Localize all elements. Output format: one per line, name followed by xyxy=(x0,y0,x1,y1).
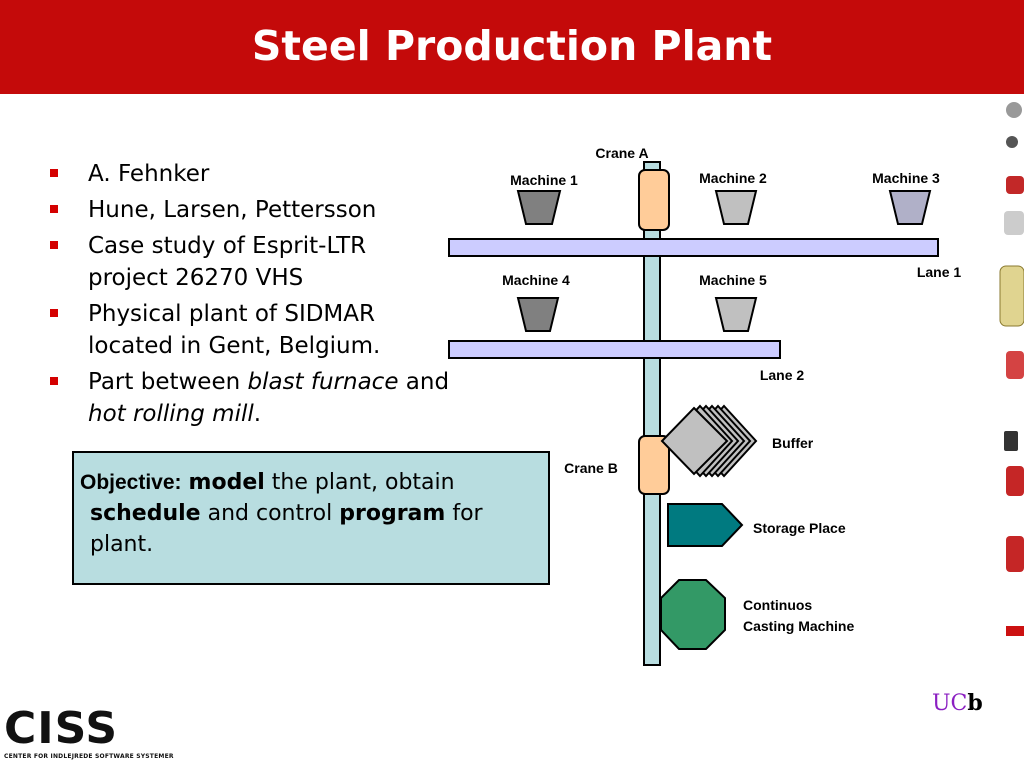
bullet-list: A. Fehnker Hune, Larsen, Pettersson Case… xyxy=(50,158,520,434)
ciss-logo-subtitle: CENTER FOR INDLEJREDE SOFTWARE SYSTEMER xyxy=(4,753,174,760)
bullet-marker xyxy=(50,205,58,213)
crane-b-label: Crane B xyxy=(564,460,618,476)
bullet-item: Hune, Larsen, Pettersson xyxy=(50,194,520,226)
lane-2-label: Lane 2 xyxy=(760,367,805,383)
deco-gray-icon xyxy=(1004,211,1024,235)
machine-5-label: Machine 5 xyxy=(699,272,767,288)
casting-machine-shape xyxy=(660,579,726,650)
deco-red-icon xyxy=(1006,626,1024,636)
storage-place-label: Storage Place xyxy=(753,520,846,536)
casting-label-line1: Continuos xyxy=(743,597,812,613)
objective-box: Objective: model the plant, obtain sched… xyxy=(72,451,550,585)
deco-phone-icon xyxy=(1004,431,1018,451)
bullet-marker xyxy=(50,169,58,177)
buffer-stack xyxy=(660,404,758,478)
deco-red-icon xyxy=(1006,466,1024,496)
casting-label-line2: Casting Machine xyxy=(743,618,854,634)
deco-red-icon xyxy=(1006,351,1024,379)
lane-2-conveyor xyxy=(448,340,781,359)
crane-rail xyxy=(643,161,661,666)
deco-red-icon xyxy=(1006,176,1024,194)
machine-1-label: Machine 1 xyxy=(510,172,578,188)
ciss-logo: CISS xyxy=(4,703,119,754)
crane-a-shape xyxy=(638,169,670,231)
machine-4-label: Machine 4 xyxy=(502,272,570,288)
deco-red-icon xyxy=(1006,536,1024,572)
bullet-item: A. Fehnker xyxy=(50,158,520,190)
crane-a-label: Crane A xyxy=(595,145,648,161)
machine-5-shape xyxy=(714,297,758,332)
crane-b-shape xyxy=(638,435,670,495)
storage-place-shape xyxy=(667,503,744,547)
slide-title: Steel Production Plant xyxy=(251,22,773,70)
buffer-label: Buffer xyxy=(772,435,814,451)
lane-1-label: Lane 1 xyxy=(917,264,962,280)
deco-chip-icon xyxy=(999,265,1024,327)
deco-gear-icon xyxy=(1006,102,1022,118)
decorative-side-strip xyxy=(999,102,1024,636)
machine-2-shape xyxy=(714,190,758,225)
machine-1-shape xyxy=(516,190,562,225)
bullet-marker xyxy=(50,309,58,317)
lane-1-conveyor xyxy=(448,238,939,257)
bullet-marker xyxy=(50,241,58,249)
machine-4-shape xyxy=(516,297,560,332)
machine-2-label: Machine 2 xyxy=(699,170,767,186)
title-bar xyxy=(0,0,1024,94)
ucb-logo: UCb xyxy=(932,690,983,716)
objective-text: Objective: model the plant, obtain sched… xyxy=(80,470,483,557)
machine-3-label: Machine 3 xyxy=(872,170,940,186)
machine-3-shape xyxy=(888,190,932,225)
bullet-marker xyxy=(50,377,58,385)
objective-label: Objective: xyxy=(80,471,182,494)
deco-wheel-icon xyxy=(1006,136,1018,148)
